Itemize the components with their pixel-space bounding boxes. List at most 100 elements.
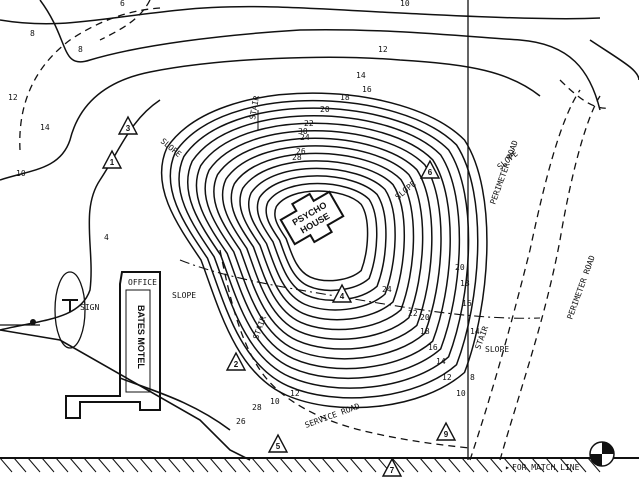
section-marker: 9 xyxy=(435,421,457,441)
hatch-mark xyxy=(461,457,475,473)
centerline xyxy=(179,259,541,319)
driveway-line xyxy=(0,329,251,461)
hatch-mark xyxy=(587,457,601,473)
elevation-label: 30 xyxy=(298,127,308,136)
hatch-mark xyxy=(447,457,461,473)
elevation-label: 12 xyxy=(8,93,18,102)
service-road xyxy=(219,249,471,449)
hatch-mark xyxy=(153,457,167,473)
hatch-mark xyxy=(279,457,293,473)
contour-ring xyxy=(230,152,415,331)
hatch-mark xyxy=(391,457,405,473)
elevation-label: 20 xyxy=(455,263,465,272)
sign: SIGN xyxy=(0,271,99,349)
outer-contours xyxy=(0,0,601,331)
section-marker-label: 3 xyxy=(126,124,131,133)
contour-ring xyxy=(169,100,479,399)
contour-ring xyxy=(213,137,433,350)
hatch-mark xyxy=(41,457,55,473)
hatch-mark xyxy=(13,457,27,473)
hatch-mark xyxy=(335,457,349,473)
hatch-mark xyxy=(195,457,209,473)
slope-label-2: SLOPE xyxy=(172,291,196,300)
sign-label: SIGN xyxy=(80,303,99,312)
elevation-label: 28 xyxy=(252,403,262,412)
section-marker: 3 xyxy=(117,115,139,135)
hatch-mark xyxy=(27,457,41,473)
slope-label-4: SLOPE xyxy=(485,345,509,354)
elevation-label: 26 xyxy=(236,417,246,426)
hatch-mark xyxy=(517,457,531,473)
hatch-mark xyxy=(69,457,83,473)
hatch-mark xyxy=(419,457,433,473)
hatch-mark xyxy=(111,457,125,473)
hatch-mark xyxy=(321,457,335,473)
hatch-mark xyxy=(531,457,545,473)
elevation-label: 8 xyxy=(78,45,83,54)
hatch-mark xyxy=(433,457,447,473)
hatch-mark xyxy=(55,457,69,473)
hatch-mark xyxy=(167,457,181,473)
contour-ring xyxy=(239,160,405,321)
bates-motel-label: BATES MOTEL xyxy=(136,305,146,369)
section-marker-label: 2 xyxy=(234,360,239,369)
contour-ring xyxy=(204,130,442,360)
hatch-mark xyxy=(0,457,13,473)
bottom-hatched-boundary xyxy=(0,457,639,473)
elevation-label: 16 xyxy=(462,299,472,308)
elevation-label: 10 xyxy=(270,397,280,406)
hill-contour-rings xyxy=(160,92,488,409)
contour-ring xyxy=(195,122,451,370)
elevation-label: 24 xyxy=(300,133,310,142)
elevation-label: 22 xyxy=(408,309,418,318)
hatch-mark xyxy=(545,457,559,473)
contour-ring xyxy=(265,182,378,292)
elevation-label: 16 xyxy=(362,85,372,94)
elevation-label: 16 xyxy=(428,343,438,352)
hatch-mark xyxy=(475,457,489,473)
section-marker: 5 xyxy=(267,433,289,453)
section-marker-label: 7 xyxy=(390,466,395,475)
hatch-mark xyxy=(307,457,321,473)
hatch-mark xyxy=(405,457,419,473)
match-line-arrow-icon: ▸ xyxy=(505,463,510,472)
elevation-label: 20 xyxy=(420,313,430,322)
elevation-label: 20 xyxy=(320,105,330,114)
hatch-mark xyxy=(223,457,237,473)
elevation-labels: 8121410468101214161820222426283081012141… xyxy=(8,0,480,426)
hatch-mark xyxy=(559,457,573,473)
elevation-label: 14 xyxy=(356,71,366,80)
psycho-house: PSYCHO HOUSE xyxy=(279,190,345,246)
contour-ring xyxy=(178,107,470,389)
office-label: OFFICE xyxy=(128,278,157,287)
contour-ring xyxy=(247,167,396,311)
hatch-mark xyxy=(265,457,279,473)
hatch-mark xyxy=(125,457,139,473)
elevation-label: 26 xyxy=(296,147,306,156)
hatch-mark xyxy=(97,457,111,473)
elevation-label: 28 xyxy=(292,153,302,162)
elevation-label: 10 xyxy=(16,169,26,178)
hatch-mark xyxy=(83,457,97,473)
section-marker-label: 4 xyxy=(340,292,345,301)
elevation-label: 18 xyxy=(420,327,430,336)
elevation-label: 14 xyxy=(40,123,50,132)
elevation-label: 8 xyxy=(470,373,475,382)
elevation-label: 12 xyxy=(290,389,300,398)
section-marker: 2 xyxy=(225,351,247,371)
section-marker-label: 1 xyxy=(110,158,115,167)
hatch-mark xyxy=(573,457,587,473)
hatch-mark xyxy=(363,457,377,473)
elevation-label: 14 xyxy=(436,357,446,366)
elevation-label: 18 xyxy=(460,279,470,288)
elevation-label: 10 xyxy=(456,389,466,398)
elevation-label: 12 xyxy=(442,373,452,382)
hatch-mark xyxy=(251,457,265,473)
section-marker-label: 5 xyxy=(276,442,281,451)
driveway-line-2 xyxy=(119,377,231,431)
hatch-mark xyxy=(503,457,517,473)
hatch-mark xyxy=(139,457,153,473)
contour-ring xyxy=(221,145,424,340)
north-arrow-icon xyxy=(589,441,615,467)
